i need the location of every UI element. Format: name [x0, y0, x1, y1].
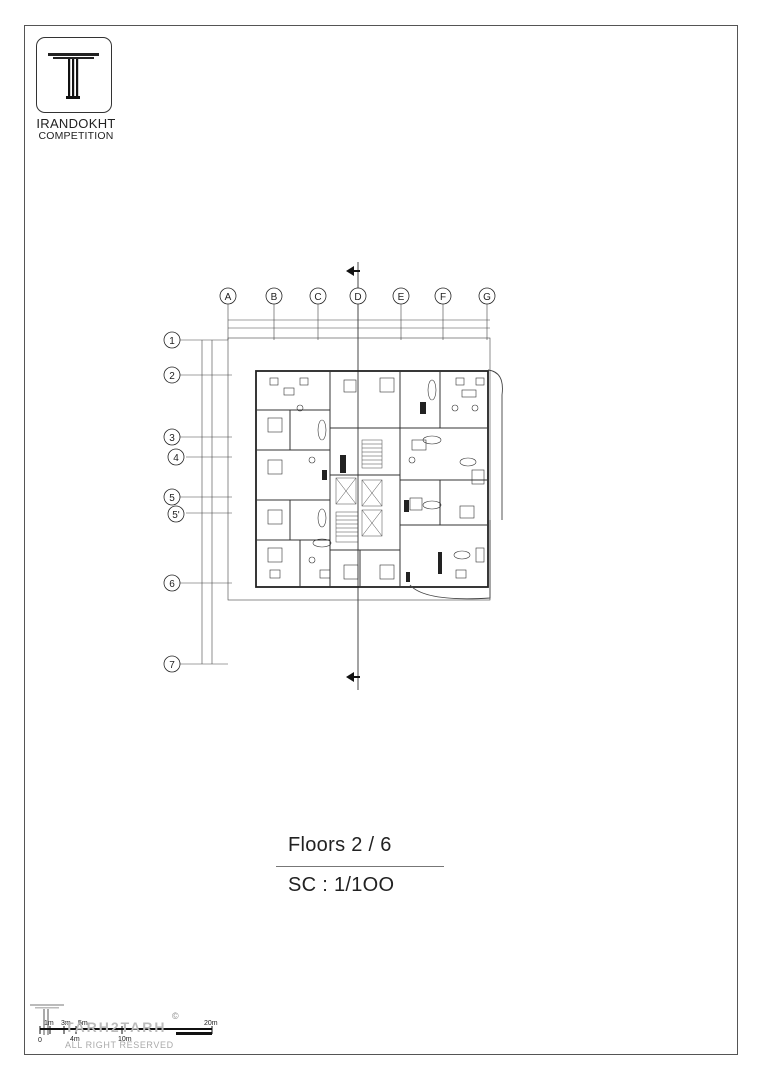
scale-label: 10m — [118, 1036, 132, 1043]
grid-label-col: C — [314, 292, 321, 303]
grid-label-col: A — [225, 292, 232, 303]
scale-label: 3m — [61, 1020, 71, 1027]
logo-subtitle: COMPETITION — [38, 130, 114, 142]
scale-label: 20m — [204, 1020, 218, 1027]
grid-label-row: 5' — [172, 510, 180, 521]
floors-caption: Floors 2 / 6 — [288, 834, 392, 856]
scale-label: 4m — [70, 1036, 80, 1043]
scale-label: 5m — [78, 1020, 88, 1027]
grid-label-col: F — [440, 292, 446, 303]
grid-label-col: G — [483, 292, 491, 303]
grid-label-row: 2 — [169, 371, 175, 382]
column-logo-icon — [48, 53, 99, 99]
section-marker-icon — [346, 266, 360, 682]
scale-bar-icon: 0 1m 3m 4m 5m 10m 20m — [30, 1004, 218, 1044]
grid-label-row: 4 — [173, 453, 179, 464]
scale-caption: SC : 1/1OO — [288, 874, 395, 896]
floor-plan: A B C D E F G 1 2 3 4 5 5' 6 7 — [150, 262, 510, 692]
floor-plan-drawing: A B C D E F G 1 2 3 4 5 5' 6 7 — [163, 262, 503, 690]
scale-label: 0 — [38, 1037, 42, 1044]
grid-label-row: 6 — [169, 579, 175, 590]
grid-label-row: 7 — [169, 660, 175, 671]
caption-divider — [276, 866, 444, 867]
grid-label-col: B — [271, 292, 278, 303]
grid-label-col: E — [398, 292, 405, 303]
grid-label-row: 1 — [169, 336, 175, 347]
scale-label: 1m — [44, 1020, 54, 1027]
grid-label-col: D — [354, 292, 361, 303]
footer-rights: ALL RIGHT RESERVED — [65, 1040, 174, 1050]
copyright-icon: © — [172, 1011, 179, 1021]
footer-brand: TARH2TARH — [65, 1019, 167, 1035]
grid-label-row: 3 — [169, 433, 175, 444]
logo-title: IRANDOKHT — [36, 116, 116, 131]
logo-box — [36, 37, 112, 113]
footer-scale-bar: 0 1m 3m 4m 5m 10m 20m — [26, 1000, 226, 1052]
grid-label-row: 5 — [169, 493, 175, 504]
drawing-sheet-border — [24, 25, 738, 1055]
